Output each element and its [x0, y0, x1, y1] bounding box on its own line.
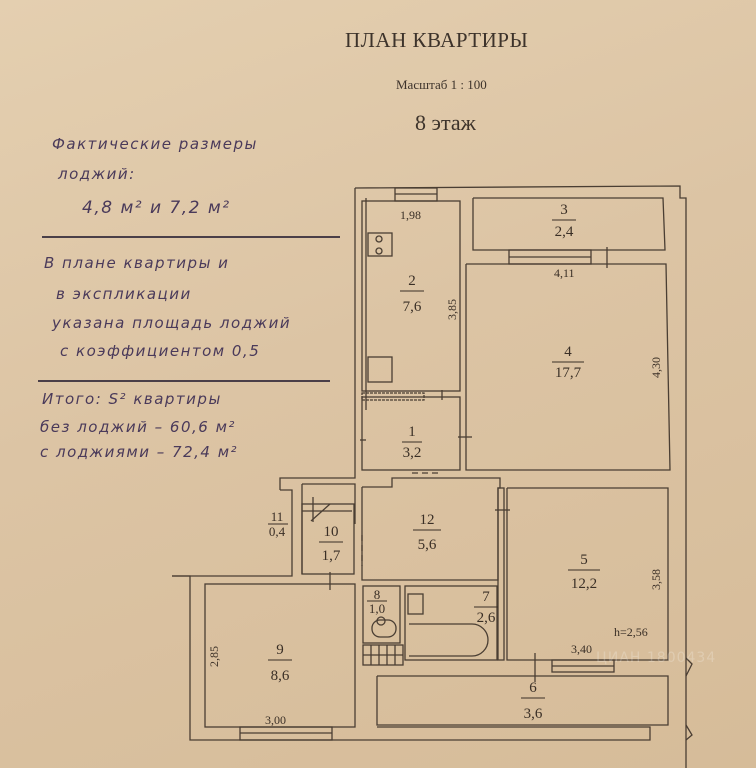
svg-text:0,4: 0,4 — [269, 524, 286, 539]
ceiling-height: h=2,56 — [614, 625, 648, 639]
room-7-label: 7 2,6 — [474, 589, 498, 626]
dim-room9-width: 3,00 — [265, 713, 286, 727]
svg-text:3,6: 3,6 — [524, 706, 543, 722]
svg-text:4: 4 — [564, 344, 572, 360]
svg-text:2: 2 — [408, 273, 416, 289]
svg-text:8: 8 — [374, 587, 381, 602]
svg-text:2,4: 2,4 — [555, 224, 574, 240]
note-total-line1: Итого: S² квартиры — [42, 390, 222, 408]
room-9-label: 9 8,6 — [268, 642, 292, 684]
room-12-label: 12 5,6 — [413, 512, 441, 553]
svg-text:6: 6 — [529, 680, 537, 696]
note-total-line3: с лоджиями – 72,4 м² — [40, 443, 239, 461]
watermark: ЦИАН 1800434 — [596, 650, 717, 666]
svg-text:1,7: 1,7 — [322, 548, 341, 564]
dim-kitchen-length: 3,85 — [445, 299, 459, 320]
svg-text:7: 7 — [482, 589, 490, 605]
svg-text:9: 9 — [276, 642, 284, 658]
note-divider-2 — [38, 380, 330, 382]
svg-text:3: 3 — [560, 202, 568, 218]
room-2-label: 2 7,6 — [400, 273, 424, 315]
room-1-label: 1 3,2 — [402, 424, 422, 461]
room-5-label: 5 12,2 — [568, 552, 600, 592]
svg-text:3,2: 3,2 — [403, 445, 422, 461]
note-plan-line3: указана площадь лоджий — [52, 314, 292, 332]
floor-label: 8 этаж — [415, 110, 476, 135]
svg-text:17,7: 17,7 — [555, 365, 582, 381]
svg-text:11: 11 — [271, 509, 284, 524]
svg-text:7,6: 7,6 — [403, 299, 422, 315]
room-3-label: 3 2,4 — [552, 202, 576, 240]
dim-room9-length: 2,85 — [207, 646, 221, 667]
svg-text:1: 1 — [408, 424, 416, 440]
note-plan-line1: В плане квартиры и — [44, 254, 230, 272]
room-10-label: 10 1,7 — [319, 524, 343, 564]
svg-text:5: 5 — [580, 552, 588, 568]
note-loggia-line3: 4,8 м² и 7,2 м² — [82, 198, 231, 218]
dim-room4-width: 4,11 — [554, 266, 575, 280]
plan-scale: Масштаб 1 : 100 — [396, 77, 487, 92]
dim-room4-length: 4,30 — [649, 357, 663, 378]
dim-room5-length: 3,58 — [649, 569, 663, 590]
note-loggia-line2: лоджий: — [58, 165, 136, 183]
svg-text:1,0: 1,0 — [369, 601, 385, 616]
note-plan-line4: с коэффициентом 0,5 — [60, 342, 261, 360]
room-6-label: 6 3,6 — [521, 680, 545, 722]
note-loggia-line1: Фактические размеры — [52, 135, 258, 153]
svg-text:12: 12 — [420, 512, 435, 528]
note-plan-line2: в экспликации — [56, 285, 192, 303]
svg-text:2,6: 2,6 — [477, 610, 496, 626]
room-4-label: 4 17,7 — [552, 344, 584, 381]
room-8-label: 8 1,0 — [367, 587, 387, 616]
svg-text:5,6: 5,6 — [418, 537, 437, 553]
plan-title: ПЛАН КВАРТИРЫ — [345, 28, 529, 52]
note-total-line2: без лоджий – 60,6 м² — [40, 418, 236, 436]
note-divider-1 — [42, 236, 340, 238]
svg-text:8,6: 8,6 — [271, 668, 290, 684]
dim-kitchen-width: 1,98 — [400, 208, 421, 222]
dim-room5-width: 3,40 — [571, 642, 592, 656]
room-11-label: 11 0,4 — [268, 509, 288, 539]
svg-text:12,2: 12,2 — [571, 576, 597, 592]
svg-text:10: 10 — [324, 524, 339, 540]
